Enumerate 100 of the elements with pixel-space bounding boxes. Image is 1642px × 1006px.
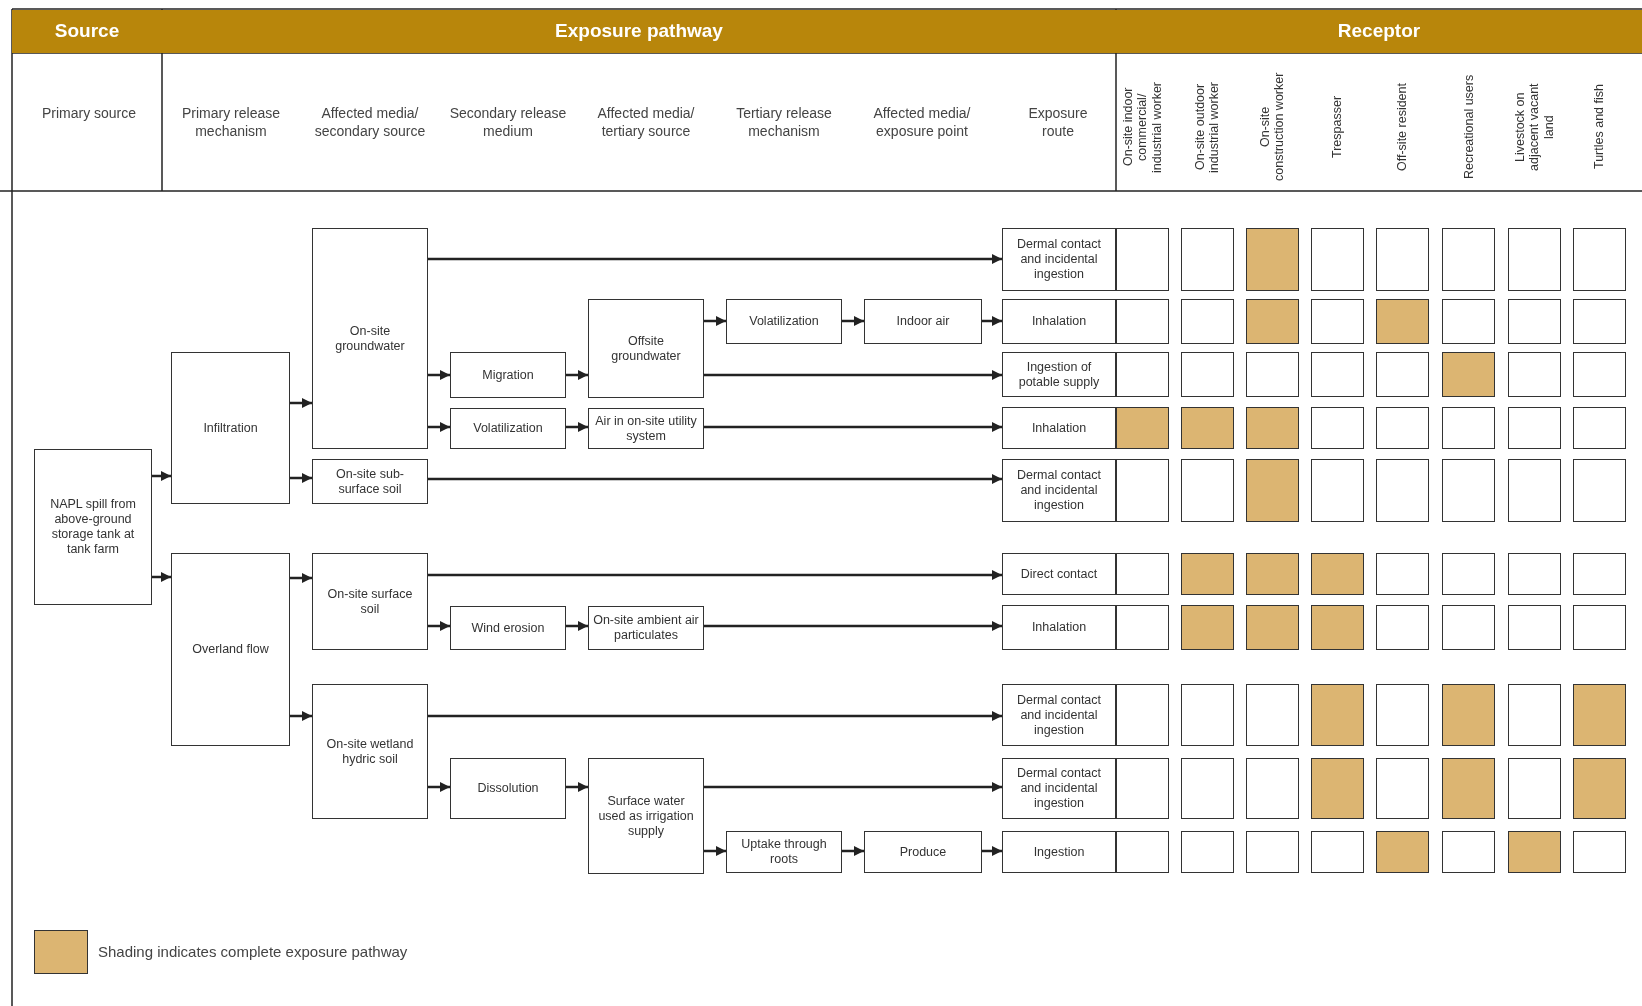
- arrow: [152, 572, 171, 582]
- receptor-header: Turtles and fish: [1592, 83, 1607, 172]
- receptor-cell: [1573, 299, 1626, 344]
- receptor-cell: [1376, 831, 1429, 873]
- process-box: Volatilization: [450, 408, 566, 449]
- receptor-cell: [1573, 605, 1626, 650]
- arrow: [428, 370, 450, 380]
- receptor-cell: [1116, 553, 1169, 595]
- arrow: [428, 621, 450, 631]
- process-box: Infiltration: [171, 352, 290, 504]
- process-box: Migration: [450, 352, 566, 398]
- exposure-route-box: Dermal contact and incidental ingestion: [1002, 758, 1116, 819]
- header-band: Source: [12, 10, 162, 53]
- receptor-cell: [1181, 299, 1234, 344]
- receptor-header: On-site indoor commercial/ industrial worker: [1120, 80, 1164, 175]
- receptor-cell: [1181, 407, 1234, 449]
- arrow: [428, 474, 1002, 484]
- arrow: [982, 316, 1002, 326]
- process-box: Uptake through roots: [726, 831, 842, 873]
- receptor-cell: [1116, 605, 1169, 650]
- column-header: Affected media/ exposure point: [872, 104, 972, 141]
- receptor-cell: [1442, 407, 1495, 449]
- receptor-cell: [1442, 758, 1495, 819]
- arrow: [704, 422, 1002, 432]
- receptor-cell: [1246, 407, 1299, 449]
- receptor-cell: [1376, 459, 1429, 522]
- receptor-cell: [1181, 352, 1234, 397]
- process-box: On-site ambient air particulates: [588, 606, 704, 650]
- receptor-cell: [1311, 758, 1364, 819]
- receptor-cell: [1246, 228, 1299, 291]
- receptor-cell: [1116, 758, 1169, 819]
- arrow: [290, 473, 312, 483]
- arrow: [842, 316, 864, 326]
- column-header: Exposure route: [1027, 104, 1089, 141]
- receptor-cell: [1246, 605, 1299, 650]
- exposure-route-box: Direct contact: [1002, 553, 1116, 595]
- column-header: Primary release mechanism: [181, 104, 281, 141]
- receptor-cell: [1181, 831, 1234, 873]
- process-box: Wind erosion: [450, 606, 566, 650]
- header-band: Exposure pathway: [162, 10, 1116, 53]
- receptor-cell: [1116, 352, 1169, 397]
- process-box: Offsite groundwater: [588, 299, 704, 398]
- receptor-cell: [1508, 758, 1561, 819]
- receptor-cell: [1508, 352, 1561, 397]
- receptor-cell: [1376, 605, 1429, 650]
- receptor-cell: [1573, 758, 1626, 819]
- receptor-cell: [1442, 831, 1495, 873]
- receptor-cell: [1573, 684, 1626, 746]
- receptor-cell: [1442, 299, 1495, 344]
- receptor-cell: [1311, 605, 1364, 650]
- process-box: On-site groundwater: [312, 228, 428, 449]
- exposure-route-box: Inhalation: [1002, 605, 1116, 650]
- arrow: [704, 316, 726, 326]
- receptor-cell: [1376, 352, 1429, 397]
- arrow: [290, 711, 312, 721]
- receptor-cell: [1311, 553, 1364, 595]
- legend-text: Shading indicates complete exposure pathway: [98, 943, 408, 960]
- column-header: Secondary release medium: [449, 104, 567, 141]
- receptor-header: Livestock on adjacent vacant land: [1512, 82, 1556, 173]
- receptor-cell: [1311, 459, 1364, 522]
- receptor-cell: [1376, 684, 1429, 746]
- receptor-cell: [1311, 228, 1364, 291]
- receptor-cell: [1442, 684, 1495, 746]
- arrow: [982, 846, 1002, 856]
- receptor-cell: [1311, 299, 1364, 344]
- receptor-header: Off-site resident: [1395, 82, 1410, 173]
- receptor-header: On-site outdoor industrial worker: [1192, 80, 1222, 175]
- column-header: Tertiary release mechanism: [735, 104, 833, 141]
- receptor-cell: [1508, 553, 1561, 595]
- receptor-cell: [1181, 605, 1234, 650]
- receptor-cell: [1376, 553, 1429, 595]
- arrow: [428, 782, 450, 792]
- receptor-cell: [1181, 228, 1234, 291]
- exposure-route-box: Dermal contact and incidental ingestion: [1002, 684, 1116, 746]
- receptor-cell: [1311, 407, 1364, 449]
- arrow: [566, 370, 588, 380]
- arrow: [152, 471, 171, 481]
- receptor-cell: [1508, 605, 1561, 650]
- process-box: Produce: [864, 831, 982, 873]
- receptor-cell: [1442, 228, 1495, 291]
- receptor-cell: [1573, 831, 1626, 873]
- receptor-cell: [1508, 459, 1561, 522]
- arrow: [428, 254, 1002, 264]
- arrow: [428, 711, 1002, 721]
- receptor-cell: [1246, 459, 1299, 522]
- receptor-cell: [1442, 553, 1495, 595]
- exposure-route-box: Dermal contact and incidental ingestion: [1002, 459, 1116, 522]
- process-box: Overland flow: [171, 553, 290, 746]
- receptor-cell: [1181, 758, 1234, 819]
- arrow: [842, 846, 864, 856]
- receptor-cell: [1246, 299, 1299, 344]
- arrow: [428, 570, 1002, 580]
- receptor-header: Trespasser: [1330, 94, 1345, 161]
- receptor-cell: [1116, 228, 1169, 291]
- arrow: [566, 782, 588, 792]
- process-box: NAPL spill from above-ground storage tank at tank farm: [34, 449, 152, 605]
- receptor-cell: [1116, 459, 1169, 522]
- column-header: Affected media/ secondary source: [313, 104, 427, 141]
- process-box: Dissolution: [450, 758, 566, 819]
- receptor-cell: [1246, 553, 1299, 595]
